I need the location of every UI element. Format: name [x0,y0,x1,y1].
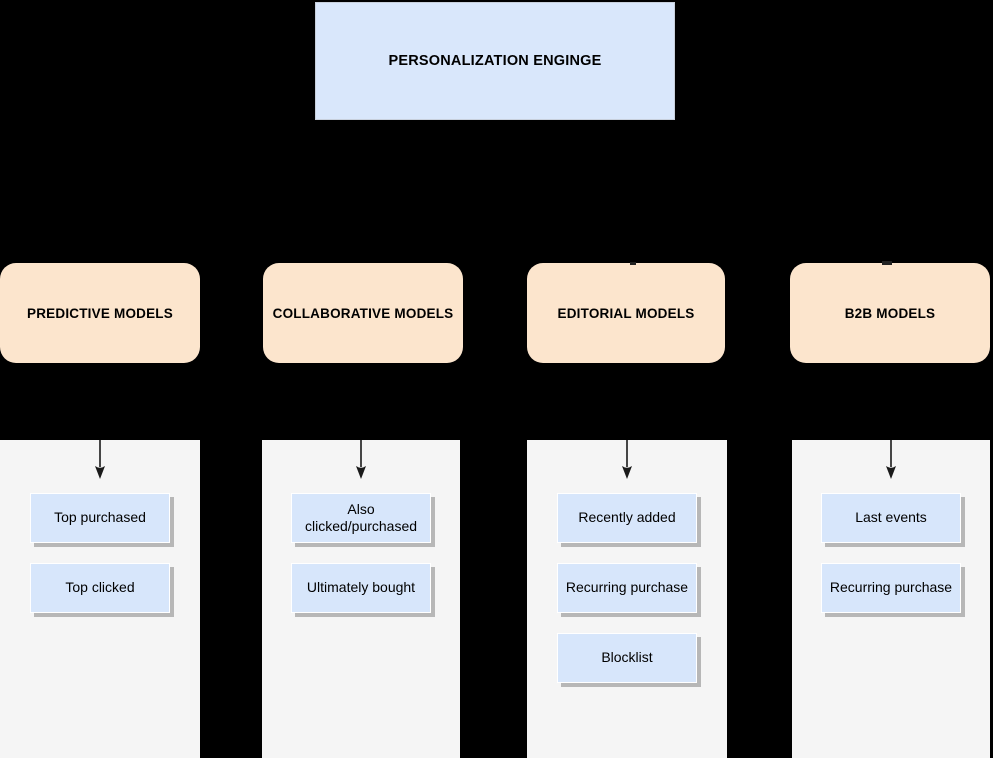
node-recently-added: Recently added [557,493,697,543]
node-recurring-purchase: Recurring purchase [821,563,961,613]
node-top-clicked: Top clicked [30,563,170,613]
node-blocklist: Blocklist [557,633,697,683]
column-collaborative-models: Also clicked/purchased Ultimately bought [262,440,460,758]
column-editorial-models: Recently added Recurring purchase Blockl… [527,440,727,758]
node-predictive-models: PREDICTIVE MODELS [0,263,200,363]
node-b2b-models: B2B MODELS [790,263,990,363]
node-collaborative-models: COLLABORATIVE MODELS [263,263,463,363]
down-arrow-icon [622,440,632,479]
node-recurring-purchase: Recurring purchase [557,563,697,613]
connector-stub [630,262,636,265]
node-ultimately-bought: Ultimately bought [291,563,431,613]
node-editorial-models: EDITORIAL MODELS [527,263,725,363]
column-b2b-models: Last events Recurring purchase [792,440,990,758]
connector-stub [882,261,892,265]
column-predictive-models: Top purchased Top clicked [0,440,200,758]
down-arrow-icon [886,440,896,479]
node-personalization-engine: PERSONALIZATION ENGINGE [315,2,675,120]
down-arrow-icon [356,440,366,479]
node-also-clicked-purchased: Also clicked/purchased [291,493,431,543]
node-top-purchased: Top purchased [30,493,170,543]
down-arrow-icon [95,440,105,479]
node-last-events: Last events [821,493,961,543]
